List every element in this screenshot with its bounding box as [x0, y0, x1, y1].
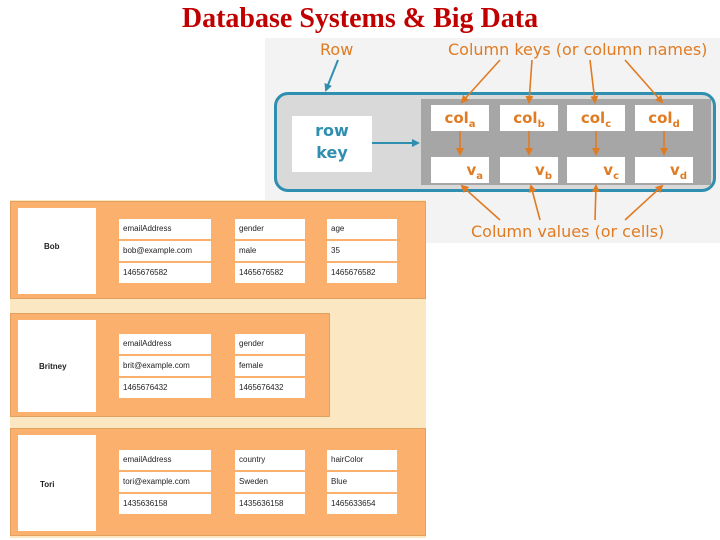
- column-value-d: vd: [635, 157, 693, 183]
- column-value-cell: Blue: [327, 472, 397, 492]
- column-value-arrows: [460, 184, 664, 221]
- column-name-cell: hairColor: [327, 450, 397, 470]
- column-key-b: colb: [500, 105, 558, 131]
- column-key-arrows: [460, 59, 664, 104]
- timestamp-cell: 1435636158: [119, 494, 211, 514]
- column-name-cell: gender: [235, 219, 305, 239]
- column-value-a: va: [431, 157, 489, 183]
- row-key-bob: Bob: [18, 208, 96, 294]
- column-value-c: vc: [567, 157, 625, 183]
- column-value-cell: 35: [327, 241, 397, 261]
- row-key-text: Britney: [39, 362, 67, 371]
- timestamp-cell: 1465676582: [327, 263, 397, 283]
- timestamp-cell: 1465676432: [235, 378, 305, 398]
- column-name-cell: gender: [235, 334, 305, 354]
- column-name-cell: emailAddress: [119, 334, 211, 354]
- row-key-line2: key: [316, 143, 348, 162]
- column-value-cell: female: [235, 356, 305, 376]
- timestamp-cell: 1465676582: [119, 263, 211, 283]
- row-label: Row: [320, 40, 354, 59]
- column-value-cell: tori@example.com: [119, 472, 211, 492]
- column-key-c: colc: [567, 105, 625, 131]
- row-key-box: row key: [292, 116, 372, 172]
- column-value-cell: Sweden: [235, 472, 305, 492]
- row-key-text: Bob: [44, 242, 60, 251]
- column-name-cell: emailAddress: [119, 219, 211, 239]
- row-key-britney: Britney: [18, 320, 96, 412]
- page-title: Database Systems & Big Data: [181, 3, 539, 34]
- column-value-cell: brit@example.com: [119, 356, 211, 376]
- timestamp-cell: 1465676582: [235, 263, 305, 283]
- column-values-label: Column values (or cells): [471, 222, 665, 241]
- column-value-cell: male: [235, 241, 305, 261]
- column-name-cell: age: [327, 219, 397, 239]
- row-key-line1: row: [315, 121, 349, 140]
- row-key-tori: Tori: [18, 435, 96, 531]
- column-keys-label: Column keys (or column names): [448, 40, 708, 59]
- column-name-cell: emailAddress: [119, 450, 211, 470]
- timestamp-cell: 1435636158: [235, 494, 305, 514]
- column-name-cell: country: [235, 450, 305, 470]
- row-key-text: Tori: [40, 480, 55, 489]
- column-key-d: cold: [635, 105, 693, 131]
- timestamp-cell: 1465633654: [327, 494, 397, 514]
- column-value-cell: bob@example.com: [119, 241, 211, 261]
- timestamp-cell: 1465676432: [119, 378, 211, 398]
- key-to-value-arrows: [456, 131, 668, 156]
- column-value-b: vb: [500, 157, 558, 183]
- column-key-a: cola: [431, 105, 489, 131]
- row-label-arrow: [324, 59, 339, 92]
